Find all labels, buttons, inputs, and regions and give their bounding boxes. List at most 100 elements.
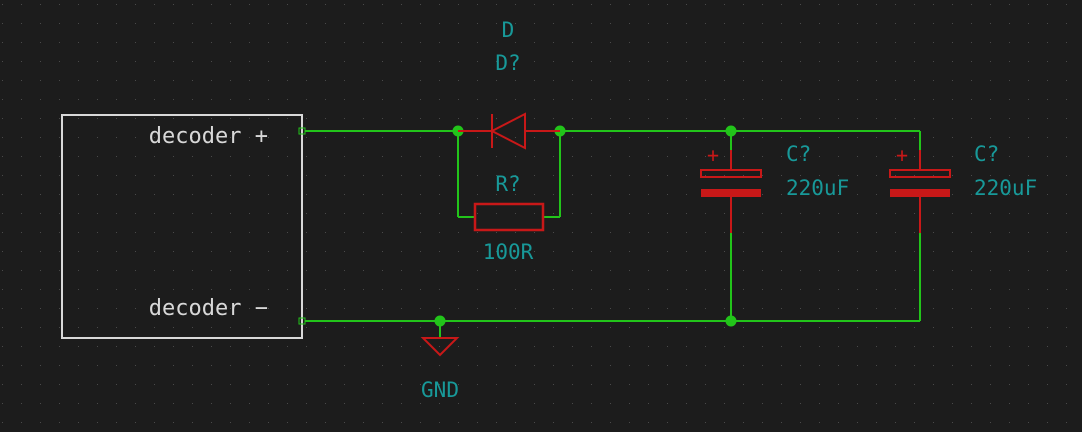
grid-dot bbox=[135, 4, 136, 5]
grid-dot bbox=[97, 346, 98, 347]
diode-symbol[interactable]: D D? bbox=[458, 18, 560, 150]
grid-dot bbox=[135, 308, 136, 309]
grid-dot bbox=[553, 61, 554, 62]
grid-dot bbox=[230, 23, 231, 24]
grid-dot bbox=[1047, 289, 1048, 290]
grid-dot bbox=[667, 80, 668, 81]
grid-dot bbox=[572, 422, 573, 423]
grid-dot bbox=[477, 270, 478, 271]
grid-dot bbox=[40, 384, 41, 385]
grid-dot bbox=[705, 42, 706, 43]
grid-dot bbox=[458, 80, 459, 81]
grid-dot bbox=[1066, 23, 1067, 24]
grid-dot bbox=[648, 80, 649, 81]
capacitor-1-symbol[interactable]: + C? 220uF bbox=[700, 142, 849, 233]
grid-dot bbox=[971, 61, 972, 62]
grid-dot bbox=[610, 251, 611, 252]
grid-dot bbox=[230, 403, 231, 404]
grid-dot bbox=[306, 289, 307, 290]
grid-dot bbox=[610, 365, 611, 366]
grid-dot bbox=[724, 118, 725, 119]
grid-dot bbox=[800, 232, 801, 233]
grid-dot bbox=[534, 156, 535, 157]
grid-dot bbox=[1047, 80, 1048, 81]
grid-dot bbox=[249, 365, 250, 366]
grid-dot bbox=[914, 327, 915, 328]
grid-dot bbox=[249, 403, 250, 404]
grid-dot bbox=[534, 61, 535, 62]
grid-dot bbox=[59, 23, 60, 24]
grid-dot bbox=[363, 346, 364, 347]
grid-dot bbox=[572, 175, 573, 176]
grid-dot bbox=[306, 422, 307, 423]
grid-dot bbox=[1028, 23, 1029, 24]
grid-dot bbox=[439, 99, 440, 100]
grid-dot bbox=[382, 308, 383, 309]
grid-dot bbox=[933, 289, 934, 290]
grid-dot bbox=[268, 137, 269, 138]
capacitor-2-symbol[interactable]: + C? 220uF bbox=[889, 142, 1037, 233]
grid-dot bbox=[192, 118, 193, 119]
grid-dot bbox=[230, 346, 231, 347]
grid-dot bbox=[21, 118, 22, 119]
grid-dot bbox=[515, 346, 516, 347]
grid-dot bbox=[724, 99, 725, 100]
ground-symbol[interactable]: GND bbox=[420, 337, 460, 402]
grid-dot bbox=[648, 42, 649, 43]
grid-dot bbox=[591, 251, 592, 252]
grid-dot bbox=[857, 175, 858, 176]
grid-dot bbox=[1066, 232, 1067, 233]
resistor-symbol[interactable]: R? 100R bbox=[473, 172, 545, 264]
grid-dot bbox=[230, 289, 231, 290]
grid-dot bbox=[192, 4, 193, 5]
grid-dot bbox=[838, 175, 839, 176]
grid-dot bbox=[249, 137, 250, 138]
grid-dot bbox=[952, 232, 953, 233]
grid-dot bbox=[800, 61, 801, 62]
grid-dot bbox=[724, 327, 725, 328]
grid-dot bbox=[173, 194, 174, 195]
grid-dot bbox=[629, 270, 630, 271]
grid-dot bbox=[838, 137, 839, 138]
grid-dot bbox=[401, 403, 402, 404]
grid-dot bbox=[629, 403, 630, 404]
grid-dot bbox=[78, 289, 79, 290]
grid-dot bbox=[876, 403, 877, 404]
grid-dot bbox=[952, 80, 953, 81]
grid-dot bbox=[458, 118, 459, 119]
grid-dot bbox=[724, 403, 725, 404]
grid-dot bbox=[553, 4, 554, 5]
decoder-block[interactable]: decoder + decoder − bbox=[61, 114, 306, 339]
grid-dot bbox=[952, 346, 953, 347]
grid-dot bbox=[686, 4, 687, 5]
grid-dot bbox=[401, 270, 402, 271]
grid-dot bbox=[857, 308, 858, 309]
grid-dot bbox=[534, 4, 535, 5]
grid-dot bbox=[1066, 308, 1067, 309]
grid-dot bbox=[420, 61, 421, 62]
grid-dot bbox=[838, 42, 839, 43]
grid-dot bbox=[344, 308, 345, 309]
grid-dot bbox=[781, 289, 782, 290]
grid-dot bbox=[211, 270, 212, 271]
grid-dot bbox=[477, 403, 478, 404]
grid-dot bbox=[439, 118, 440, 119]
grid-dot bbox=[952, 213, 953, 214]
grid-dot bbox=[59, 137, 60, 138]
grid-dot bbox=[477, 118, 478, 119]
grid-dot bbox=[268, 403, 269, 404]
grid-dot bbox=[420, 137, 421, 138]
grid-dot bbox=[173, 137, 174, 138]
grid-dot bbox=[933, 61, 934, 62]
grid-dot bbox=[648, 422, 649, 423]
capacitor-2-value-label: 220uF bbox=[974, 176, 1037, 200]
grid-dot bbox=[895, 4, 896, 5]
grid-dot bbox=[97, 232, 98, 233]
grid-dot bbox=[1028, 232, 1029, 233]
grid-dot bbox=[249, 251, 250, 252]
grid-dot bbox=[1009, 61, 1010, 62]
grid-dot bbox=[249, 118, 250, 119]
grid-dot bbox=[572, 4, 573, 5]
grid-dot bbox=[496, 365, 497, 366]
